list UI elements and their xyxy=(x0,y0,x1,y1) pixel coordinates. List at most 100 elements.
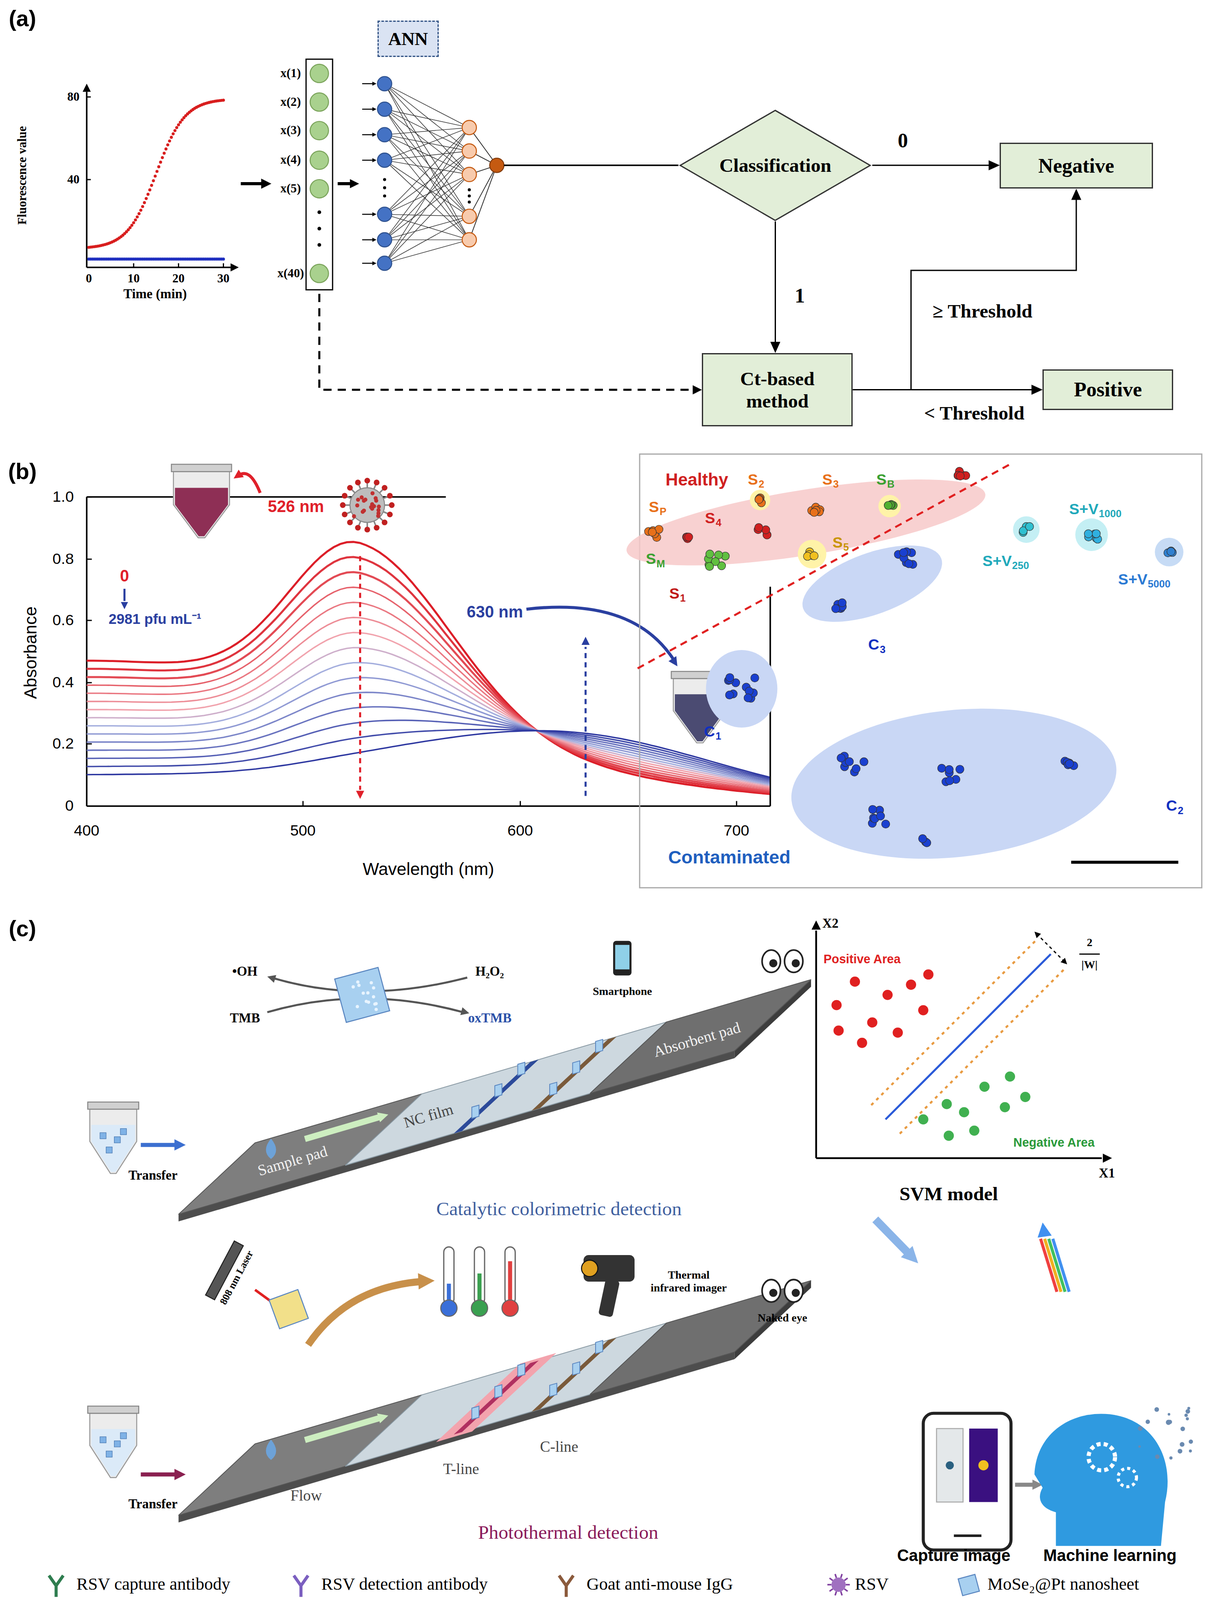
connector-line xyxy=(853,389,1035,391)
transfer-arrow xyxy=(140,1472,177,1477)
scatter-point xyxy=(754,523,763,532)
scatter-point xyxy=(750,673,759,683)
strip-part-label: Flow xyxy=(290,1486,322,1505)
cluster-label: S+V xyxy=(982,552,1012,570)
smartphone-icon xyxy=(613,940,632,976)
scatter-point xyxy=(810,508,819,517)
data-dot xyxy=(164,147,168,151)
axis-line xyxy=(86,497,88,807)
data-particle xyxy=(1167,1413,1171,1416)
tick-label: 400 xyxy=(73,821,100,840)
cluster-label: S xyxy=(645,550,656,568)
sample-drop xyxy=(266,1138,277,1160)
step-label: Transfer xyxy=(128,1496,178,1512)
margin-width xyxy=(1036,933,1066,963)
nanosheet-dot xyxy=(356,980,360,984)
sample-drop xyxy=(266,1439,277,1461)
captured-spot xyxy=(945,1461,954,1470)
virus-spot xyxy=(355,503,360,508)
input-arrow-head xyxy=(372,261,377,266)
tick-label: 0 xyxy=(85,271,92,286)
nanosheet xyxy=(120,1432,127,1439)
virus-spike-tip xyxy=(389,502,395,508)
scatter-point xyxy=(1084,529,1093,538)
reagent-label: TMB xyxy=(229,1010,260,1026)
scatter-point xyxy=(868,805,877,814)
flow-arrow xyxy=(240,182,264,186)
virus-spot xyxy=(351,514,357,519)
feedback-arrow xyxy=(1052,1238,1070,1292)
cluster-subscript: 2 xyxy=(1177,804,1184,817)
cluster-subscript: 4 xyxy=(715,516,722,529)
scatter-point xyxy=(1065,759,1074,768)
reagent-label: H₂O₂ xyxy=(475,963,504,980)
vector-element xyxy=(310,64,329,83)
arrow-head xyxy=(770,341,781,354)
result-box: Negative xyxy=(999,142,1153,189)
nanosheet xyxy=(114,1136,121,1143)
ellipsis-dot xyxy=(383,178,387,182)
virus-spike-tip xyxy=(339,502,346,508)
home-bar xyxy=(953,1534,982,1537)
spectrum-curve xyxy=(86,662,770,785)
input-neuron xyxy=(377,127,392,142)
positive-point xyxy=(833,1025,844,1036)
virus-spike xyxy=(835,1591,837,1596)
legend-label: MoSe₂@Pt nanosheet xyxy=(987,1574,1140,1595)
eye-pupil xyxy=(769,1288,778,1297)
virus-spike-tip xyxy=(355,479,361,486)
peak-label: 630 nm xyxy=(464,602,526,622)
connector xyxy=(853,384,1043,395)
edge-label: < Threshold xyxy=(921,401,1028,425)
node-text: ANN xyxy=(388,28,429,50)
virus-spike-tip xyxy=(381,519,388,526)
cluster-label: S xyxy=(822,470,833,489)
nc-film xyxy=(345,1323,667,1467)
axis-line xyxy=(86,266,231,269)
cluster-label: S xyxy=(876,470,887,489)
virus-spike-tip xyxy=(364,526,370,533)
neural-link xyxy=(384,150,470,264)
positive-point xyxy=(831,1000,842,1011)
input-arrow xyxy=(362,108,374,110)
input-arrow xyxy=(362,83,374,84)
data-dot xyxy=(144,197,148,201)
axis-title: Absorbance xyxy=(20,606,41,700)
data-particle xyxy=(1180,1426,1186,1432)
arrow-head xyxy=(1071,188,1082,201)
data-dot xyxy=(135,215,139,219)
axis-title: X2 xyxy=(822,915,839,932)
margin-label: 2 xyxy=(1086,936,1093,950)
input-neuron xyxy=(377,101,392,117)
data-particle xyxy=(1169,1456,1173,1460)
hidden-neuron xyxy=(462,167,477,182)
tick xyxy=(86,682,92,684)
data-dot xyxy=(155,169,159,173)
connector xyxy=(872,160,1001,171)
data-dot xyxy=(137,212,141,216)
thermal-imager-lens xyxy=(581,1260,598,1277)
vector-element xyxy=(310,92,329,112)
panel-title: SVM model xyxy=(899,1182,998,1205)
tick xyxy=(86,179,91,181)
feedback-arrow-head xyxy=(1037,1222,1052,1238)
result-box: Positive xyxy=(1042,369,1174,411)
tick-label: 0 xyxy=(65,796,74,815)
cluster-subscript: 5000 xyxy=(1147,578,1171,590)
positive-point xyxy=(892,1027,903,1038)
nanosheet-dot xyxy=(371,986,376,990)
data-dot xyxy=(130,223,134,227)
ellipsis-dot xyxy=(317,210,322,215)
cluster-glow xyxy=(878,494,901,518)
cluster-label: S xyxy=(747,470,758,489)
virus-spike-tip xyxy=(386,492,393,499)
data-particle xyxy=(1138,1425,1143,1431)
spectrum-curve xyxy=(86,677,770,783)
tick xyxy=(302,800,304,806)
negative-point xyxy=(941,1099,953,1110)
spectrum-curve xyxy=(86,632,770,787)
nanosheet-dot xyxy=(369,981,374,985)
virus-spike-tip xyxy=(341,492,348,499)
axis-title: Time (min) xyxy=(123,286,187,302)
class-label: Contaminated xyxy=(667,846,791,868)
